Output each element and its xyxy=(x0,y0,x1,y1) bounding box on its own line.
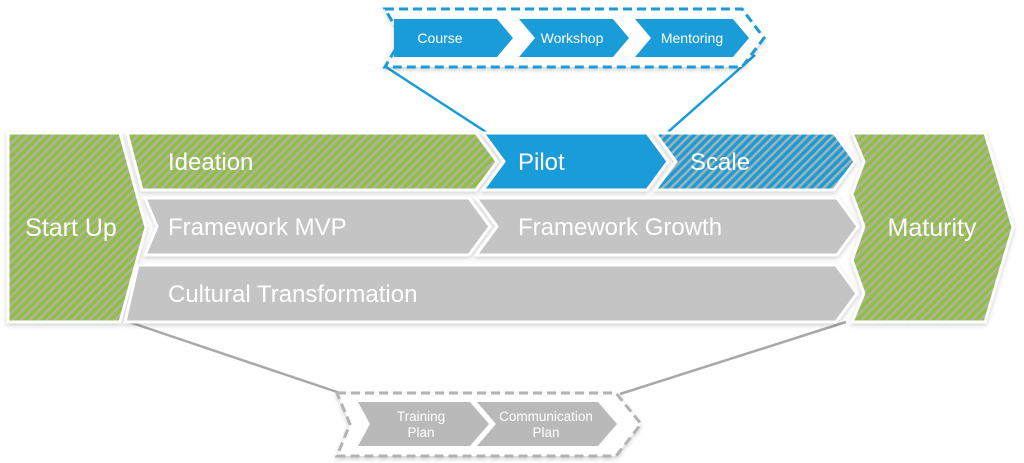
top-callout-connector-right xyxy=(667,54,756,133)
workshop-label: Workshop xyxy=(541,30,604,46)
mentoring-label: Mentoring xyxy=(661,30,723,46)
pilot-chevron xyxy=(480,131,670,192)
communication-plan-chevron xyxy=(477,402,617,446)
cultural-transformation-label: Cultural Transformation xyxy=(168,281,417,308)
top-callout-connector-left xyxy=(385,65,487,134)
training-plan-chevron xyxy=(358,402,489,446)
ideation-chevron xyxy=(125,131,499,192)
maturity-label: Maturity xyxy=(888,214,977,242)
bottom-callout-connector-right xyxy=(619,320,847,396)
maturity-chevron xyxy=(849,131,1015,324)
mentoring-chevron xyxy=(635,19,749,57)
startup-chevron xyxy=(6,131,148,324)
ideation-label: Ideation xyxy=(168,149,253,176)
course-chevron xyxy=(394,19,513,57)
framework-mvp-chevron xyxy=(142,196,492,257)
startup-label: Start Up xyxy=(25,214,117,242)
culture-detail-callout: Training Plan Communication Plan xyxy=(334,391,643,458)
scale-chevron xyxy=(652,131,857,192)
communication-plan-label-line2: Plan xyxy=(532,425,559,440)
pilot-label: Pilot xyxy=(518,149,565,176)
workshop-chevron xyxy=(519,19,629,57)
training-plan-label-line2: Plan xyxy=(407,425,434,440)
bottom-callout-connector-left xyxy=(128,320,341,395)
training-plan-label-line1: Training xyxy=(397,409,445,424)
framework-growth-label: Framework Growth xyxy=(518,214,722,241)
main-band: Start Up Maturity Ideation Pilot Scale F… xyxy=(6,131,1015,324)
framework-mvp-label: Framework MVP xyxy=(168,214,347,241)
course-label: Course xyxy=(417,30,462,46)
pilot-detail-callout: Course Workshop Mentoring xyxy=(382,7,766,69)
scale-label: Scale xyxy=(690,149,750,176)
callout-connectors xyxy=(128,54,847,396)
framework-growth-chevron xyxy=(473,196,860,257)
cultural-transformation-chevron xyxy=(123,263,859,324)
communication-plan-label-line1: Communication xyxy=(499,409,593,424)
